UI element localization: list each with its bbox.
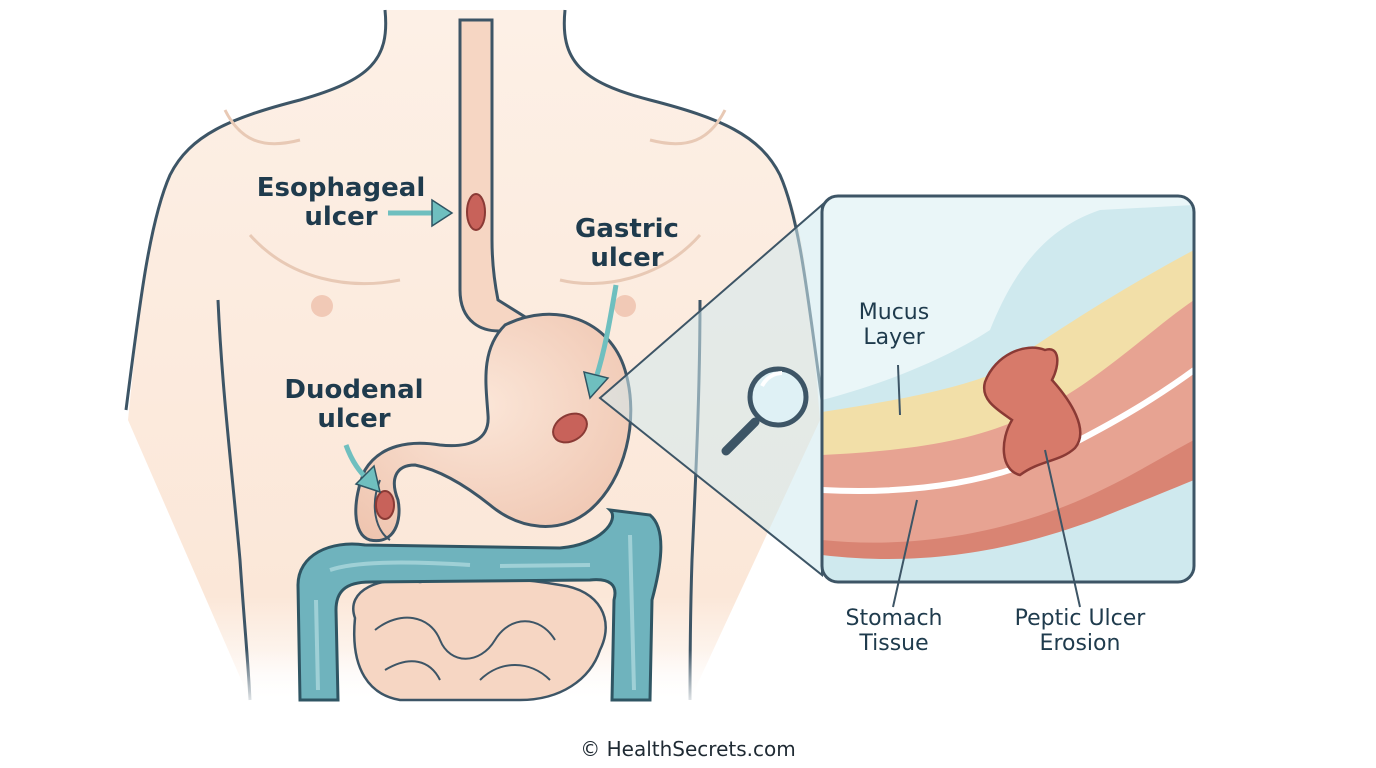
torso-left-outline — [124, 9, 388, 411]
mucus-layer-label: Mucus Layer — [858, 300, 930, 350]
stomach-tissue-label: Stomach Tissue — [845, 606, 943, 656]
tissue-inset — [822, 196, 1194, 582]
copyright-footer: © HealthSecrets.com — [580, 737, 796, 761]
magnifier-icon — [721, 366, 809, 456]
peptic-ulcer-erosion-label: Peptic Ulcer Erosion — [1014, 606, 1146, 656]
duodenal-ulcer-mark — [375, 490, 395, 520]
stomach — [354, 312, 633, 543]
duodenal-ulcer-label: Duodenal ulcer — [284, 375, 424, 435]
colon — [296, 507, 663, 702]
esophageal-ulcer-label: Esophageal ulcer — [256, 173, 426, 233]
small-intestine — [352, 576, 607, 702]
gastric-arrow — [593, 284, 619, 379]
esophageal-ulcer-mark — [466, 193, 486, 231]
peptic-erosion — [982, 346, 1082, 477]
gastric-ulcer-label: Gastric ulcer — [575, 214, 679, 274]
gastric-ulcer-mark — [552, 412, 588, 444]
